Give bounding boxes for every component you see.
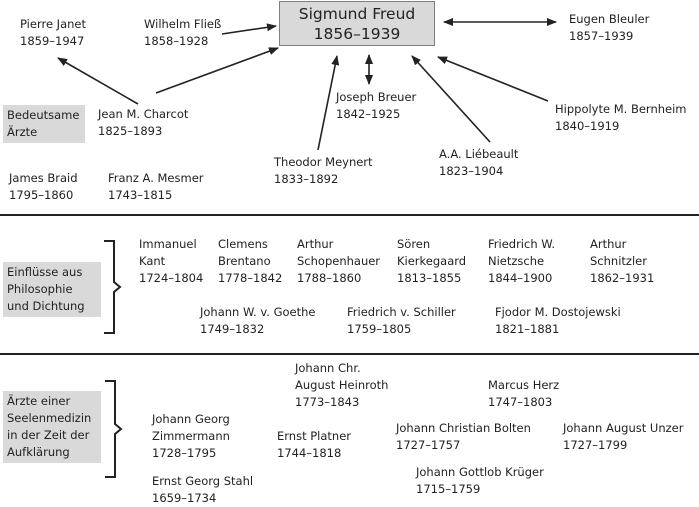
arrow-meynert-to-freud: [317, 55, 340, 151]
section-label-enlightenment: Ärzte einer Seelenmedizin in der Zeit de…: [3, 391, 101, 463]
bracket-philosophy: [104, 240, 122, 334]
center-years: 1856–1939: [313, 25, 401, 43]
bracket-enlightenment: [105, 380, 123, 478]
arrow-bernheim-to-freud: [437, 56, 549, 102]
arrow-charcot-to-janet: [57, 57, 139, 105]
center-name: Sigmund Freud: [298, 5, 416, 23]
arrow-charcot-to-freud: [155, 47, 279, 94]
section-label-physicians: Bedeutsame Ärzte: [3, 105, 85, 143]
arrow-fliess-to-freud: [221, 23, 277, 35]
section-label-philosophy: Einflüsse aus Philosophie und Dichtung: [3, 262, 101, 317]
center-node-freud: Sigmund Freud 1856–1939: [279, 1, 435, 46]
arrow-liebeault-to-freud: [411, 55, 491, 143]
